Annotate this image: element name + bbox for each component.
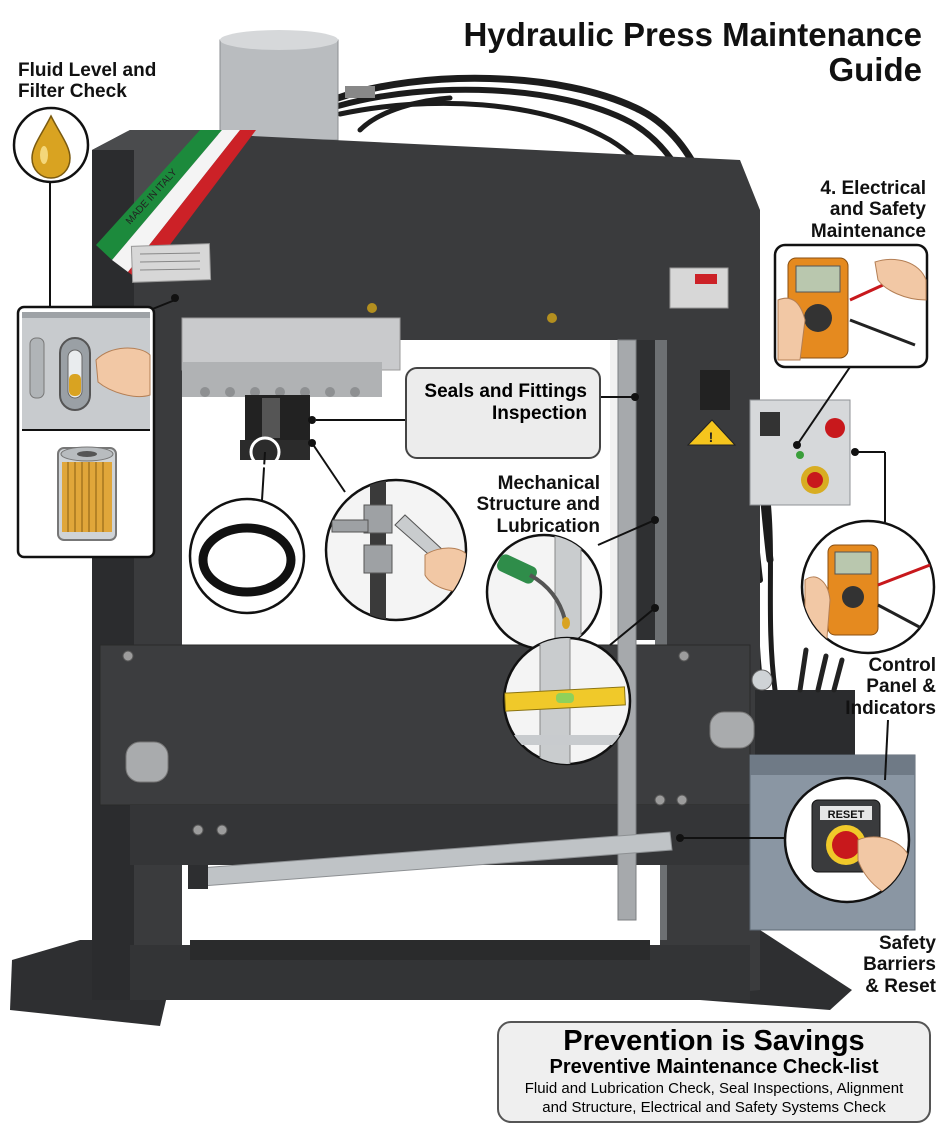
label-control-line-1: Control [868, 655, 936, 676]
control-cabinet [749, 399, 851, 506]
safety-barrier [188, 831, 673, 889]
indicator-multimeter-icon [800, 519, 936, 655]
footer-subhead: Preventive Maintenance Check-list [549, 1056, 879, 1079]
warning-sign [686, 419, 737, 446]
title-line-2: Guide [828, 50, 922, 88]
label-fluid-line-1: Fluid Level and [18, 60, 157, 81]
label-safety-line-1: Safety [878, 933, 936, 954]
reset-button-icon: RESET [783, 776, 911, 904]
label-seals-line-1: Seals and Fittings [424, 381, 587, 402]
label-electrical-line-1: 4. Electrical [820, 178, 926, 199]
sight-glass-icon [59, 337, 91, 411]
display-unit [700, 370, 730, 410]
reset-label: RESET [828, 809, 865, 821]
label-mechanical-line-1: Mechanical [497, 473, 600, 494]
label-fluid-line-2: Filter Check [18, 81, 127, 103]
label-seals-line-2: Inspection [491, 402, 587, 424]
label-control-line-2: Panel & [866, 676, 936, 698]
callout-leaders [49, 180, 889, 839]
label-mechanical-line-2: Structure and [476, 494, 600, 516]
label-electrical-line-3: Maintenance [810, 220, 926, 242]
label-safety-line-2: Barriers [863, 954, 936, 976]
label-electrical-safety: 4. Electrical and Safety Maintenance [811, 178, 926, 242]
label-mechanical-structure: Mechanical Structure and Lubrication [472, 473, 600, 537]
page-title: Hydraulic Press Maintenance Guide [362, 16, 922, 88]
flag-stripe [96, 130, 256, 282]
press-frame [92, 130, 760, 1000]
frame-bolts [367, 303, 557, 323]
footer-body-line-2: and Structure, Electrical and Safety Sys… [542, 1099, 886, 1117]
multimeter-icon [773, 243, 929, 369]
label-mechanical-line-3: Lubrication [496, 515, 600, 537]
warning-sign-symbol: ! [709, 429, 714, 445]
spec-plate-lines [139, 252, 201, 271]
oil-drop-icon [12, 106, 90, 184]
oil-filter-icon [57, 446, 117, 541]
label-seals-fittings: Seals and Fittings Inspection [405, 367, 601, 459]
footer-headline: Prevention is Savings [563, 1025, 865, 1057]
bolster-bolts [122, 650, 690, 836]
label-control-panel: Control Panel & Indicators [845, 655, 936, 719]
spirit-level-icon [502, 636, 632, 766]
seal-highlight [249, 436, 281, 468]
footer-body-line-1: Fluid and Lubrication Check, Seal Inspec… [524, 1080, 904, 1098]
ram-head [181, 317, 401, 460]
leader-dots [171, 294, 859, 842]
hose-fitting [345, 86, 375, 98]
footer-body: Fluid and Lubrication Check, Seal Inspec… [499, 1080, 929, 1118]
label-safety-line-3: & Reset [865, 975, 936, 997]
fluid-filter-panel [16, 305, 156, 559]
wrench-fitting-icon [324, 478, 468, 622]
grease-gun-icon [485, 533, 603, 651]
label-safety-barriers: Safety Barriers & Reset [863, 933, 936, 997]
label-control-line-3: Indicators [845, 697, 936, 719]
side-handles [125, 711, 755, 783]
footer-checklist-box: Prevention is Savings Preventive Mainten… [497, 1021, 931, 1123]
brand-plate-logo [695, 274, 717, 284]
spec-plate [130, 243, 212, 283]
label-fluid-filter: Fluid Level and Filter Check [18, 60, 156, 103]
cylinder-cap [220, 30, 338, 50]
hydraulic-cylinder [219, 39, 339, 141]
title-line-1: Hydraulic Press Maintenance [463, 16, 922, 53]
o-ring-icon [188, 497, 306, 615]
label-electrical-line-2: and Safety [829, 199, 926, 221]
